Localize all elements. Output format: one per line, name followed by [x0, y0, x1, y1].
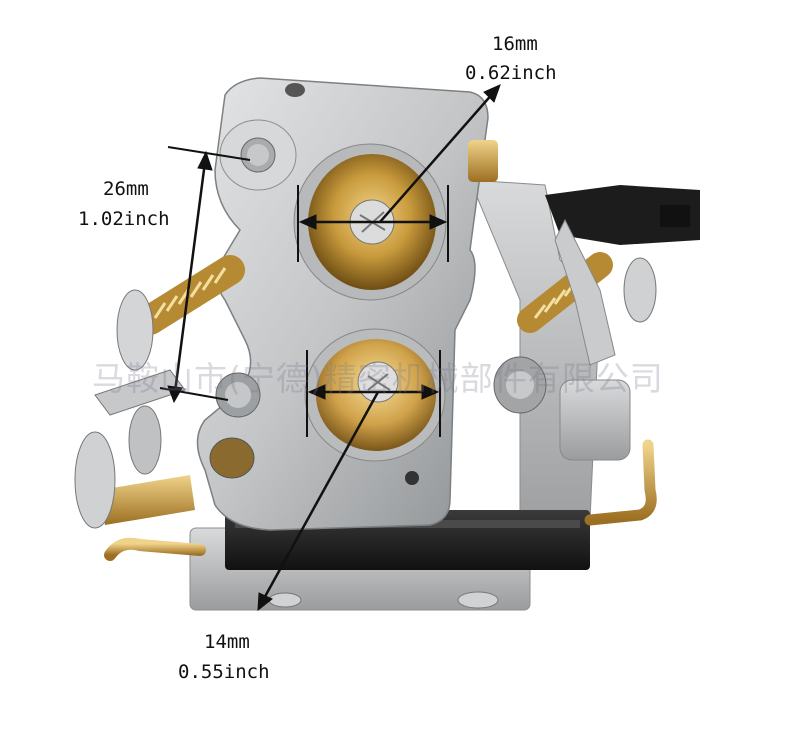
left-port-lower: [209, 437, 255, 479]
dim-mounting-spacing: [159, 146, 251, 404]
bottom-screw-right: [457, 591, 499, 609]
left-spring: [135, 255, 245, 335]
dim-bottom-bore: [257, 350, 441, 612]
right-washer: [623, 257, 657, 323]
top-bore-inch-label: 0.62inch: [465, 62, 557, 84]
watermark-text: 马鞍山市(宁德)精密机械部件有限公司: [92, 359, 664, 398]
bottom-bore-mm-label: 14mm: [204, 631, 250, 653]
left-lever: [94, 369, 186, 416]
choke-connector: [545, 185, 700, 245]
bottom-screw-left: [268, 592, 302, 608]
center-hole: [405, 471, 419, 485]
left-port-upper-inner: [225, 382, 251, 408]
bottom-screw-slot: [367, 373, 391, 391]
left-washer-bottom: [74, 431, 116, 529]
vent-hole: [285, 83, 305, 97]
top-bore-mm-label: 16mm: [492, 33, 538, 55]
right-brass-screw: [468, 140, 498, 182]
connector-slot: [660, 205, 690, 227]
left-washer-top: [116, 289, 154, 371]
right-lever: [554, 218, 616, 366]
left-brass-screw: [100, 475, 195, 525]
dim-top-bore: [297, 84, 501, 262]
left-fuel-tube: [104, 537, 206, 561]
mounting-spacing-mm-label: 26mm: [103, 178, 149, 200]
bottom-bore-inch-label: 0.55inch: [178, 661, 270, 683]
shaft-housing: [559, 379, 631, 461]
mounting-spacing-inch-label: 1.02inch: [78, 208, 170, 230]
right-fuel-tube: [584, 439, 657, 526]
right-port-inner: [506, 371, 534, 399]
top-mount-thread: [247, 144, 269, 166]
left-washer-mid: [128, 405, 162, 475]
